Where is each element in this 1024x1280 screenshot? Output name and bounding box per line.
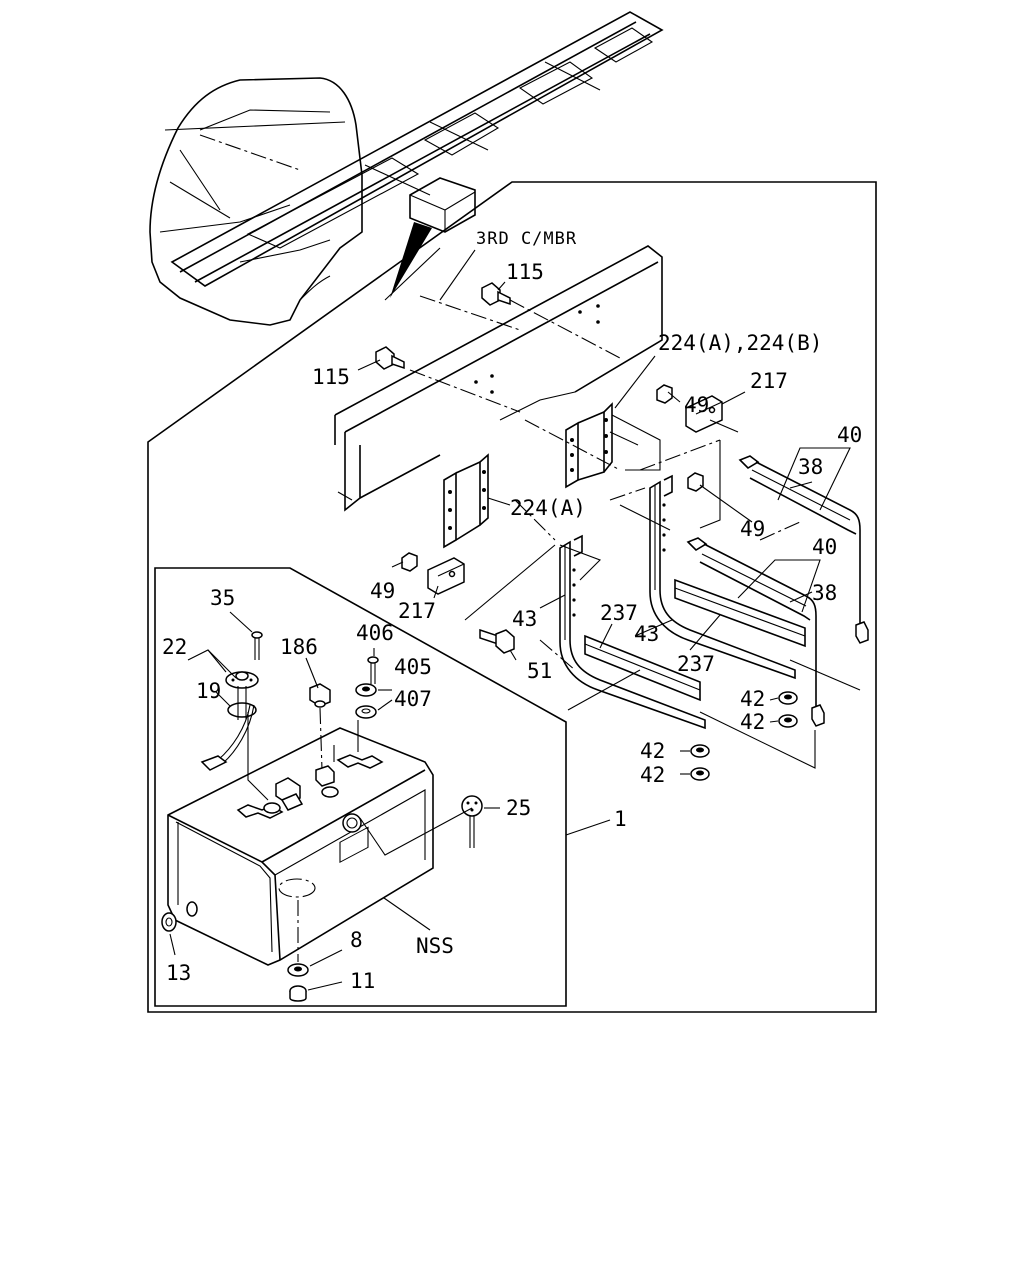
label-224a: 224(A) bbox=[510, 496, 586, 520]
label-11: 11 bbox=[350, 969, 375, 993]
label-35: 35 bbox=[210, 586, 235, 610]
screw-406-icon bbox=[367, 656, 379, 684]
leader-lines bbox=[169, 247, 851, 991]
washer-8-icon bbox=[287, 963, 309, 977]
label-38-mid: 38 bbox=[812, 581, 837, 605]
label-22: 22 bbox=[162, 635, 187, 659]
label-49-left: 49 bbox=[370, 579, 395, 603]
assembly-guide-lines bbox=[464, 414, 861, 769]
drain-plug-11-icon bbox=[289, 985, 307, 1002]
label-42-d: 42 bbox=[640, 763, 665, 787]
screw-35-icon bbox=[251, 631, 263, 660]
nut-49-top-icon bbox=[656, 384, 673, 404]
nut-49-right-icon bbox=[687, 472, 704, 492]
strap-40-top bbox=[738, 455, 869, 644]
part-405-icon bbox=[355, 683, 377, 697]
label-115-top: 115 bbox=[506, 260, 544, 284]
label-237-left: 237 bbox=[600, 601, 638, 625]
strap-40-mid bbox=[686, 537, 825, 727]
bolt-115-top-icon bbox=[481, 282, 511, 306]
fuel-tank-body bbox=[167, 727, 434, 966]
plug-13-icon bbox=[161, 912, 177, 932]
fuel-tank-location-marker bbox=[390, 177, 476, 298]
label-49-right: 49 bbox=[740, 517, 765, 541]
label-186: 186 bbox=[280, 635, 318, 659]
bolt-51-icon bbox=[479, 628, 515, 654]
nut-42-b-icon bbox=[778, 714, 798, 728]
outer-detail-frame bbox=[147, 181, 877, 1013]
cross-member bbox=[334, 245, 663, 512]
label-13: 13 bbox=[166, 961, 191, 985]
bracket-217-left-icon bbox=[427, 557, 465, 595]
label-nss: NSS bbox=[416, 934, 454, 958]
label-25: 25 bbox=[506, 796, 531, 820]
tank-top-fittings bbox=[247, 712, 359, 814]
rubber-pad-237-left bbox=[584, 634, 701, 702]
label-38-top: 38 bbox=[798, 455, 823, 479]
nut-42-c-icon bbox=[690, 744, 710, 758]
tank-band-43-left bbox=[559, 534, 706, 730]
label-42-c: 42 bbox=[640, 739, 665, 763]
label-49-top: 49 bbox=[684, 393, 709, 417]
truck-cab-outline bbox=[149, 77, 363, 326]
nut-42-d-icon bbox=[690, 767, 710, 781]
label-406: 406 bbox=[356, 621, 394, 645]
label-19: 19 bbox=[196, 679, 221, 703]
part-407-icon bbox=[355, 705, 377, 719]
rubber-pad-237-right bbox=[674, 578, 806, 648]
tank-band-43-right bbox=[649, 474, 796, 680]
label-40-top: 40 bbox=[837, 423, 862, 447]
tank-detail-frame bbox=[154, 567, 567, 1007]
nut-49-left-icon bbox=[401, 552, 418, 572]
label-42-b: 42 bbox=[740, 710, 765, 734]
label-224ab: 224(A),224(B) bbox=[658, 331, 822, 355]
label-51: 51 bbox=[527, 659, 552, 683]
label-42-a: 42 bbox=[740, 687, 765, 711]
label-115-left: 115 bbox=[312, 365, 350, 389]
label-8: 8 bbox=[350, 928, 363, 952]
label-43-left: 43 bbox=[512, 607, 537, 631]
nut-42-a-icon bbox=[778, 691, 798, 705]
label-217-left: 217 bbox=[398, 599, 436, 623]
filler-cap-25-icon bbox=[359, 795, 483, 856]
label-1: 1 bbox=[614, 807, 627, 831]
label-40-mid: 40 bbox=[812, 535, 837, 559]
bracket-217-top-icon bbox=[685, 395, 723, 433]
bolt-115-left-icon bbox=[375, 346, 405, 370]
label-237-right: 237 bbox=[677, 652, 715, 676]
label-43-right: 43 bbox=[634, 622, 659, 646]
bracket-224-a bbox=[443, 453, 489, 549]
label-407: 407 bbox=[394, 687, 432, 711]
label-217-top: 217 bbox=[750, 369, 788, 393]
bracket-224-a-b bbox=[524, 402, 621, 489]
chassis-frame bbox=[170, 11, 664, 287]
fitting-186-icon bbox=[309, 683, 335, 787]
label-405: 405 bbox=[394, 655, 432, 679]
label-3rd-cmbr: 3RD C/MBR bbox=[476, 229, 577, 249]
